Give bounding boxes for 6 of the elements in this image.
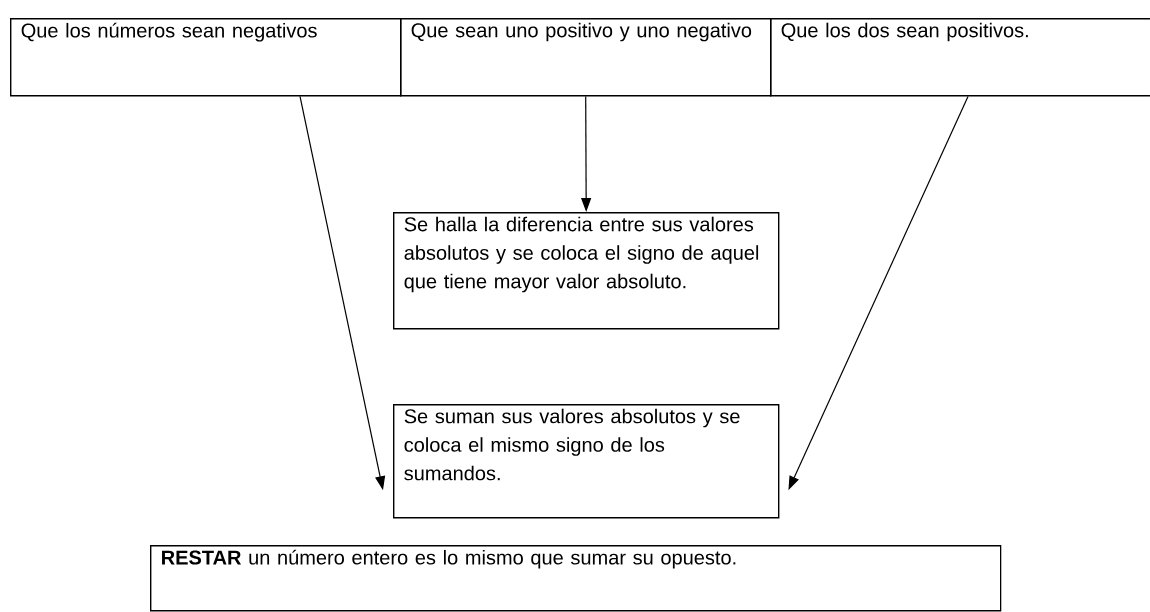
text-box: Se suman sus valores absolutos y se coloca el mismo signo de los sumandos. xyxy=(393,404,780,519)
table-cell: Que sean uno positivo y uno negativo xyxy=(400,18,772,97)
note-box: RESTAR un número entero es lo mismo que sumar su opuesto. xyxy=(150,545,1002,612)
table-cell: Que los dos sean positivos. xyxy=(770,18,1150,97)
table-cell: Que los números sean negativos xyxy=(10,18,402,97)
text-box: Se halla la diferencia entre sus valores absolutos y se coloca el signo de aquel que tiene mayor valor absoluto. xyxy=(393,212,780,330)
